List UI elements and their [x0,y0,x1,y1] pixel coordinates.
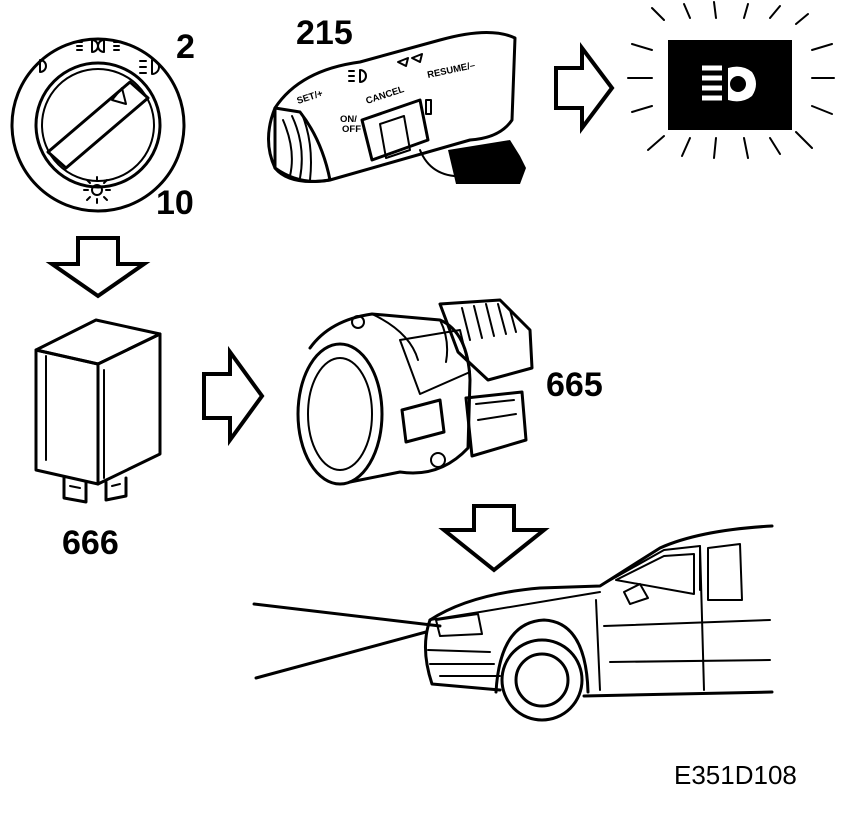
cruise-control-stalk: 215 SET/+ RESUME/– CANCEL ON/ OFF [267,14,526,184]
relay-component-label: 666 [62,524,119,562]
arrow-switch-to-relay [45,236,151,299]
rotary-light-switch: 2 10 [10,28,195,222]
car-front-with-beam [252,524,774,722]
parking-light-icon [39,59,47,73]
stalk-on-label: ON/ [340,114,357,125]
indicator-glow-rays [627,1,835,159]
relay-box: 666 [34,318,162,562]
light-beam-upper [252,602,442,628]
stalk-component-label: 215 [296,14,353,52]
high-beam-icon [702,65,756,102]
arrow-stalk-to-indicator [554,42,615,134]
figure-code: E351D108 [674,760,797,790]
fog-headlamp-unit: 665 [296,298,603,486]
fog-light-icon [83,176,111,204]
headlamp-component-label: 665 [546,366,603,404]
arrow-relay-to-headlamp [202,345,265,447]
high-beam-indicator [627,1,835,159]
headlight-icon [139,59,160,75]
stalk-set-label: SET/+ [296,88,325,107]
switch-position-2-label: 2 [176,28,195,66]
stalk-resume-label: RESUME/– [426,60,476,81]
light-beam-lower [254,630,428,680]
stalk-cancel-label: CANCEL [365,84,406,107]
switch-position-10-label: 10 [156,184,194,222]
stalk-off-label: OFF [342,124,361,135]
arrow-headlamp-to-car [438,504,550,573]
side-light-icon [76,39,120,53]
relay-terminals [62,476,128,504]
